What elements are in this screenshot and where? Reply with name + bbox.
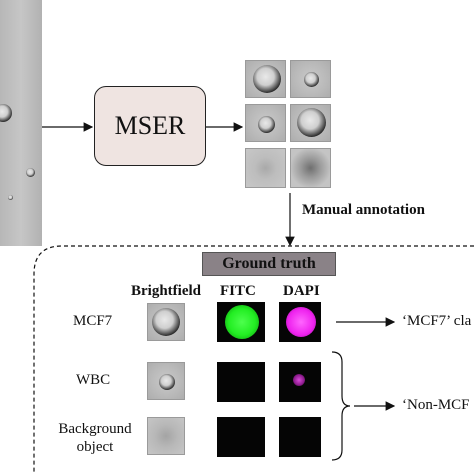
crop-4-cell — [297, 108, 326, 137]
dashed-frame — [33, 245, 474, 474]
background-brightfield — [147, 417, 185, 455]
mcf7-dapi — [279, 302, 321, 342]
crop-6 — [290, 148, 331, 188]
mcf7-dapi-signal — [286, 307, 316, 337]
mcf7-brightfield-cell — [152, 308, 180, 336]
mser-label: MSER — [114, 111, 186, 140]
row-label-background-object: Background object — [58, 421, 132, 455]
ground-truth-bar: Ground truth — [202, 252, 336, 276]
microscope-image-strip — [0, 0, 42, 246]
background-fitc — [217, 417, 265, 457]
mcf7-fitc — [217, 302, 265, 342]
crop-1 — [245, 60, 286, 98]
crop-2 — [290, 60, 331, 98]
row-label-mcf7: MCF7 — [73, 313, 113, 329]
manual-annotation-label: Manual annotation — [302, 202, 425, 218]
strip-cell-1 — [0, 104, 12, 122]
output-label-mcf7: ‘MCF7’ cla — [402, 313, 472, 329]
mcf7-brightfield — [147, 303, 185, 341]
crop-1-cell — [253, 65, 281, 93]
crop-3-cell — [258, 116, 275, 133]
wbc-dapi-signal — [293, 374, 305, 386]
strip-cell-3 — [8, 195, 13, 200]
wbc-brightfield — [147, 362, 185, 400]
column-header-fitc: FITC — [220, 283, 256, 299]
ground-truth-title: Ground truth — [222, 255, 316, 272]
wbc-dapi — [279, 362, 321, 402]
mcf7-fitc-signal — [225, 305, 259, 339]
crop-3 — [245, 104, 286, 142]
strip-cell-2 — [26, 168, 35, 177]
mser-box: MSER — [94, 86, 206, 166]
row-label-wbc: WBC — [76, 372, 111, 388]
output-label-non-mcf7: ‘Non-MCF — [402, 397, 470, 413]
column-header-dapi: DAPI — [283, 283, 320, 299]
column-header-brightfield: Brightfield — [131, 283, 201, 299]
wbc-brightfield-cell — [159, 374, 175, 390]
crop-4 — [290, 104, 331, 142]
crop-5 — [245, 148, 286, 188]
bracket-non-mcf7 — [331, 351, 351, 461]
crop-2-cell — [304, 72, 319, 87]
wbc-fitc — [217, 362, 265, 402]
background-dapi — [279, 417, 321, 457]
